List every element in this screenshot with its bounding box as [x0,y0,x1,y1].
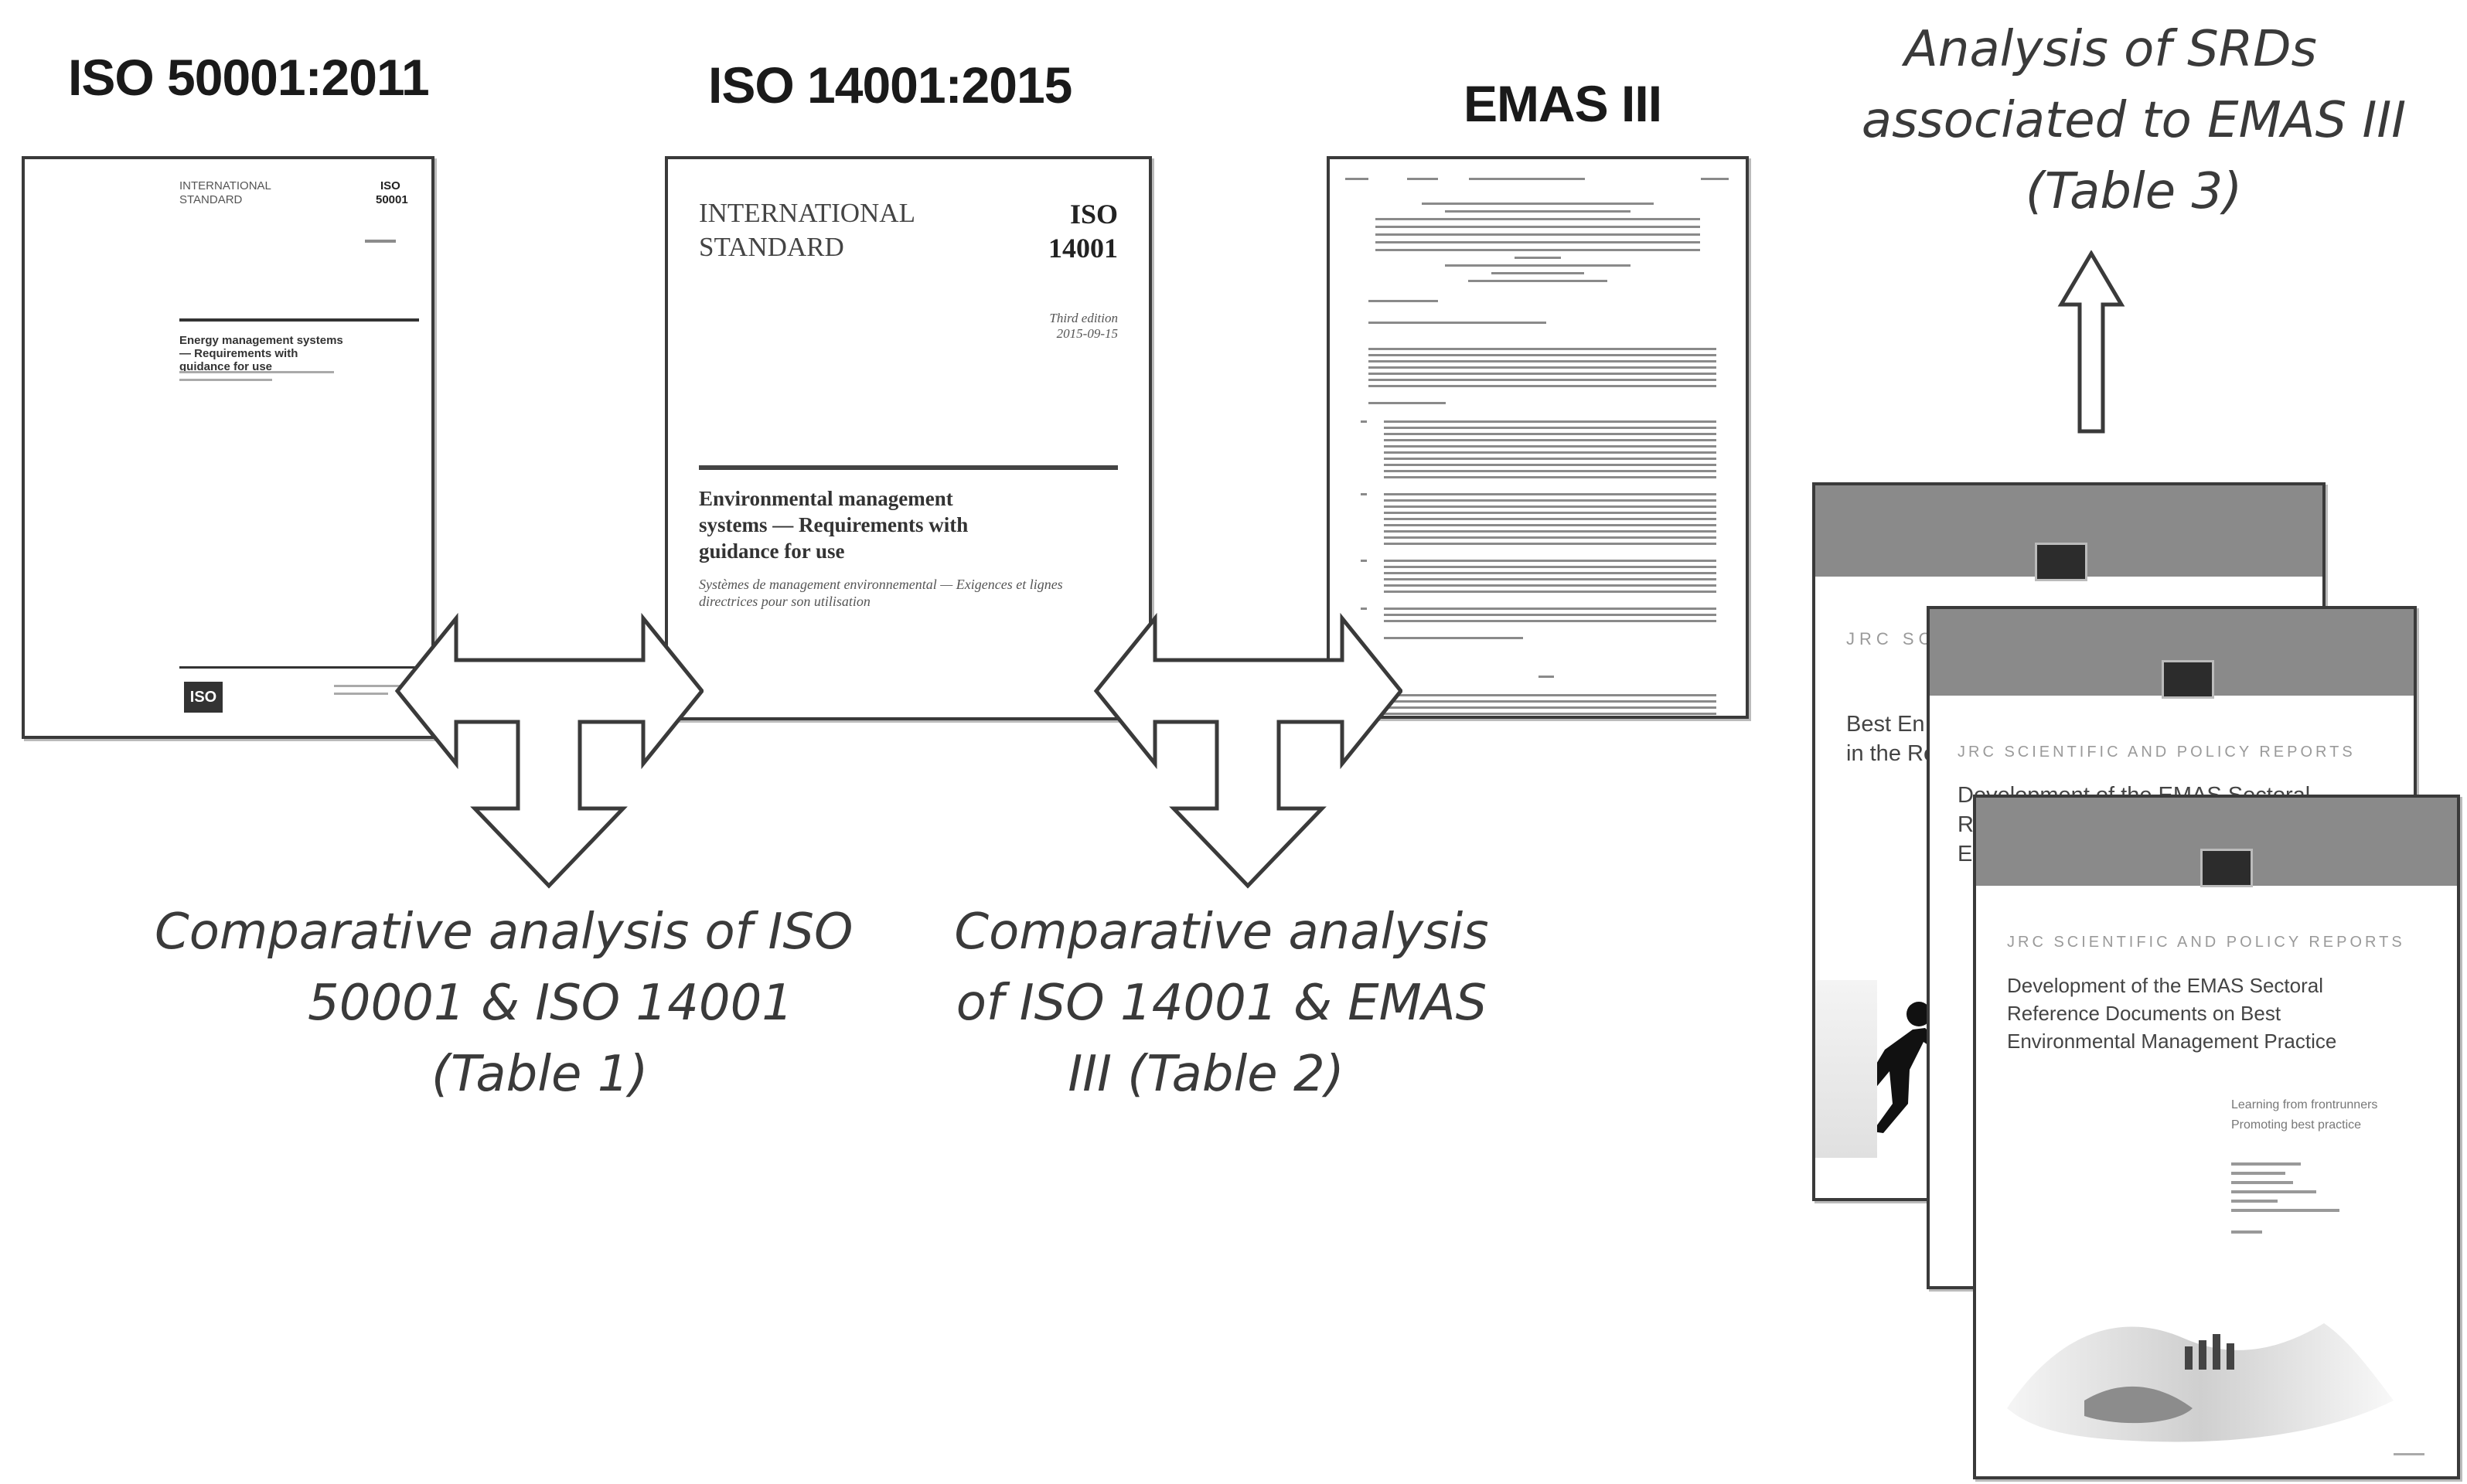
iso-14001-doc-title2: systems — Requirements with [699,513,969,536]
eu-flag-icon [2162,660,2214,699]
emas-text-block [1345,178,1729,715]
jrc-middle-head: JRC SCIENTIFIC AND POLICY REPORTS [1958,744,2356,761]
iso-50001-doc-title: Energy management systems — Requirements… [179,334,343,373]
caption-table-2: Comparative analysis of ISO 14001 & EMAS… [928,897,1515,1110]
jrc-middle-title3: E [1958,842,1973,866]
jrc-front-title3: Environmental Management Practice [2007,1030,2337,1053]
iso-14001-doc-badge1: ISO [1069,199,1118,230]
jrc-report-front: JRC SCIENTIFIC AND POLICY REPORTS Develo… [1973,795,2460,1479]
iso-14001-doc-edition1: Third edition [1049,311,1118,325]
jrc-front-head: JRC SCIENTIFIC AND POLICY REPORTS [2007,934,2405,951]
caption-table-1-line2: 50001 & ISO 14001 [308,975,793,1032]
iso-14001-doc-subtitle2: directrices pour son utilisation [699,594,871,609]
caption-table-2-line3: III (Table 2) [1068,1046,1344,1103]
iso-14001-doc-title1: Environmental management [699,487,953,510]
caption-table-1-line1: Comparative analysis of ISO [155,904,854,961]
iso-50001-doc-line2: STANDARD [179,193,243,206]
iso-50001-doc-badge2: 50001 [376,193,408,206]
jrc-back-head: JRC SCI [1846,629,1945,648]
eu-flag-icon [2200,849,2253,887]
caption-table-3-line2: associated to EMAS III [1861,92,2407,149]
iso-50001-doc-line1: INTERNATIONAL [179,179,271,192]
iso-14001-doc-title3: guidance for use [699,539,845,563]
caption-table-3-line1: Analysis of SRDs [1904,21,2317,78]
jrc-front-sub2: Promoting best practice [2231,1118,2362,1132]
jrc-back-title2: in the Re [1846,741,1937,766]
caption-table-1: Comparative analysis of ISO 50001 & ISO … [108,897,974,1110]
iso-50001-doc-badge1: ISO [380,179,400,192]
iso-14001-doc-line1: INTERNATIONAL [699,198,915,228]
comparison-arrow-2 [1093,612,1402,889]
caption-table-2-line2: of ISO 14001 & EMAS [956,975,1487,1032]
caption-table-3: Analysis of SRDs associated to EMAS III … [1825,14,2443,227]
iso-50001-document: INTERNATIONAL STANDARD ISO 50001 Energy … [22,156,434,739]
eu-flag-icon [2035,543,2087,581]
jrc-back-title1: Best En [1846,712,1925,737]
runner-silhouette-icon [1846,1002,1944,1133]
iso-logo: ISO [184,682,223,713]
header-iso-50001: ISO 50001:2011 [68,49,430,106]
cover-illustration [2007,1323,2394,1442]
iso-14001-doc-subtitle1: Systèmes de management environnemental —… [699,577,1063,592]
iso-14001-doc-badge2: 14001 [1048,233,1118,264]
header-emas-iii: EMAS III [1464,75,1662,132]
caption-table-2-line1: Comparative analysis [954,904,1489,961]
comparison-arrow-1 [394,612,704,889]
iso-14001-doc-line2: STANDARD [699,232,844,262]
header-iso-14001: ISO 14001:2015 [708,56,1072,114]
jrc-front-title2: Reference Documents on Best [2007,1002,2281,1025]
jrc-front-title1: Development of the EMAS Sectoral [2007,974,2323,997]
iso-14001-document: INTERNATIONAL STANDARD ISO 14001 Third e… [665,156,1152,720]
up-arrow [2057,250,2125,434]
caption-table-3-line3: (Table 3) [2025,163,2243,220]
iso-14001-doc-edition2: 2015-09-15 [1056,326,1118,341]
jrc-front-sub1: Learning from frontrunners [2231,1098,2378,1111]
emas-iii-document [1327,156,1749,719]
caption-table-1-line3: (Table 1) [431,1046,649,1103]
